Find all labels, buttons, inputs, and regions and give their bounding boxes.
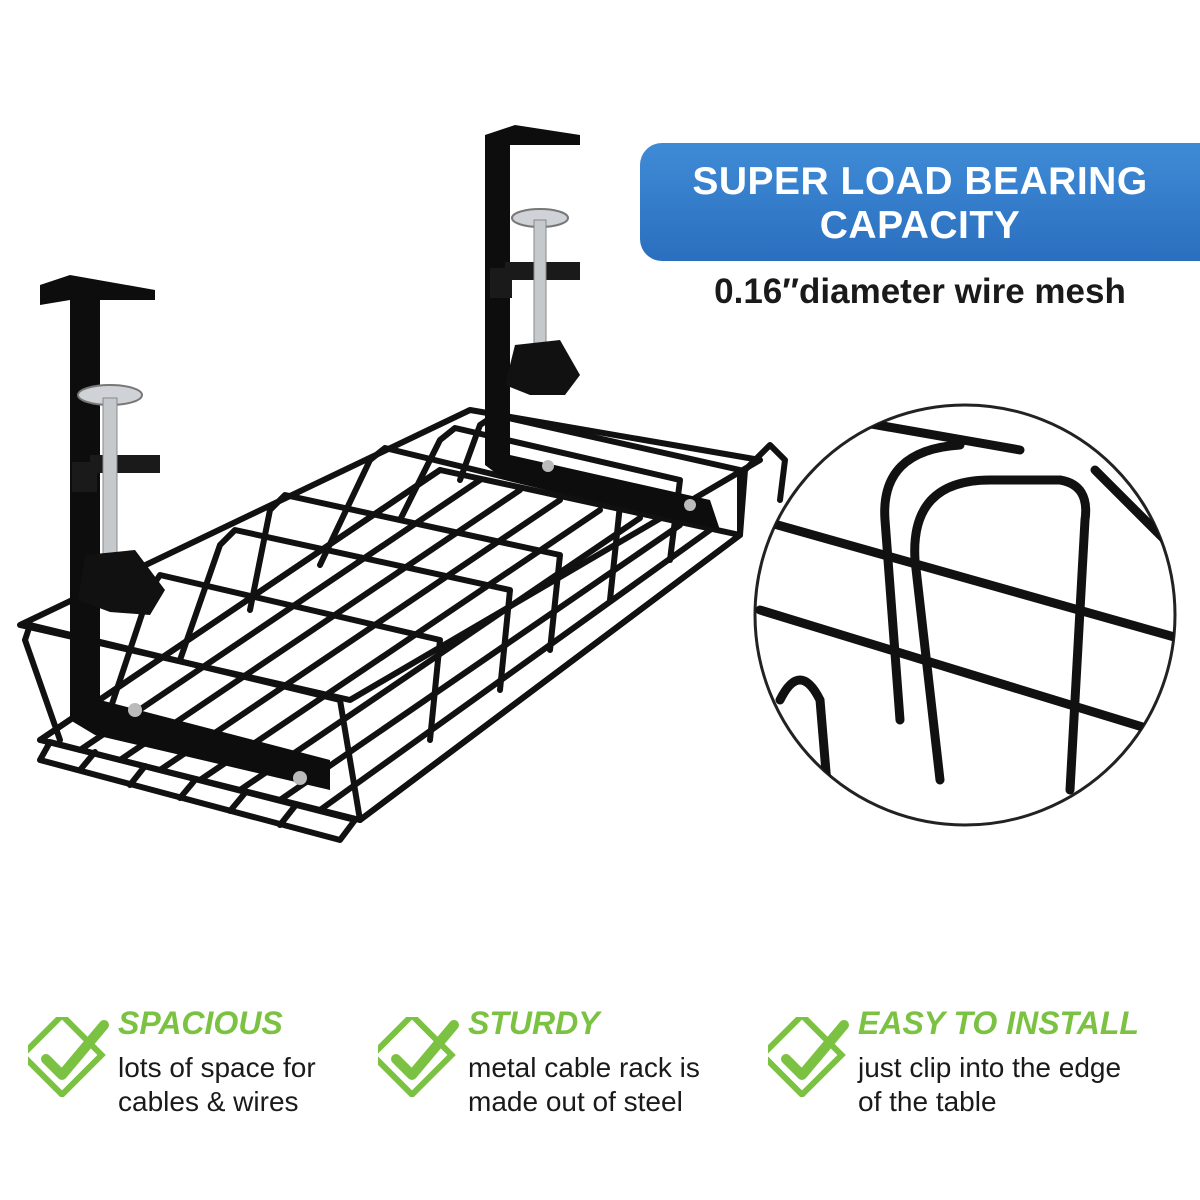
right-clamp-bracket [485,125,720,530]
wire-closeup-circle [753,403,1177,827]
headline-banner [640,143,1200,261]
check-icon [378,1017,459,1097]
feature-title: STURDY [468,1005,600,1041]
feature-description-line: metal cable rack is [468,1052,700,1083]
feature-title: SPACIOUS [118,1005,283,1041]
feature-spacious: SPACIOUS lots of space for cables & wire… [28,1005,368,1135]
feature-sturdy: STURDY metal cable rack is made out of s… [378,1005,758,1135]
feature-title: EASY TO INSTALL [858,1005,1139,1041]
headline-subline: 0.16″diameter wire mesh [714,272,1126,311]
headline-line-2: CAPACITY [819,204,1021,247]
feature-easy-to-install: EASY TO INSTALL just clip into the edge … [768,1005,1188,1135]
feature-description-line: lots of space for [118,1052,316,1083]
headline-line-1: SUPER LOAD BEARING [692,160,1148,203]
cable-tray-illustration [17,125,1177,843]
feature-description-line: made out of steel [468,1086,683,1117]
wire-mesh-tray [17,407,788,843]
feature-description: just clip into the edge of the table [858,1051,1121,1119]
check-icon [768,1017,849,1097]
feature-description: lots of space for cables & wires [118,1051,316,1119]
feature-description-line: just clip into the edge [858,1052,1122,1083]
feature-description: metal cable rack is made out of steel [468,1051,700,1119]
left-clamp-bracket [40,275,330,790]
feature-description-line: cables & wires [118,1086,299,1117]
headline-text: SUPER LOAD BEARING CAPACITY [640,160,1200,248]
check-icon [28,1017,109,1097]
feature-description-line: of the table [858,1086,997,1117]
